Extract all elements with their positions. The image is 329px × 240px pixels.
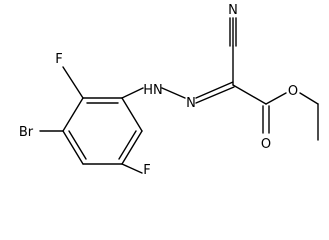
ring-bond-5 <box>62 130 84 165</box>
bond-c-o-ester <box>265 92 287 105</box>
bond-nh-n <box>161 87 186 99</box>
atom-label-hydrazone-nh: HN <box>143 83 163 98</box>
bond-n-c-double <box>195 81 234 99</box>
ring-bond-5-inner <box>68 130 87 160</box>
bond-c-carbonyl <box>232 84 267 105</box>
ring-bond-3 <box>121 130 143 165</box>
structure-canvas: N HN N O O F F Br <box>19 3 319 176</box>
aryl-ring <box>62 97 143 165</box>
atom-label-nitrile-n: N <box>228 3 238 18</box>
atom-label-carbonyl-o: O <box>261 137 271 152</box>
bond-n-c <box>195 86 235 104</box>
atom-label-ester-o: O <box>288 84 298 99</box>
atom-label-fluorine-bottom: F <box>143 163 150 176</box>
bond-c-f-top <box>62 66 84 99</box>
bond-c-nh <box>121 87 144 99</box>
ring-bond-2 <box>121 97 143 132</box>
atom-label-hydrazone-n: N <box>186 96 196 111</box>
atom-label-fluorine-top: F <box>55 52 62 67</box>
bond-o-ch2 <box>299 92 319 105</box>
bond-c-f-bottom <box>121 163 143 174</box>
ring-bond-3-inner <box>118 130 137 160</box>
ring-bond-6 <box>62 97 84 132</box>
atom-label-bromine: Br <box>19 125 34 140</box>
molecule-structure: N HN N O O F F Br <box>19 3 319 176</box>
